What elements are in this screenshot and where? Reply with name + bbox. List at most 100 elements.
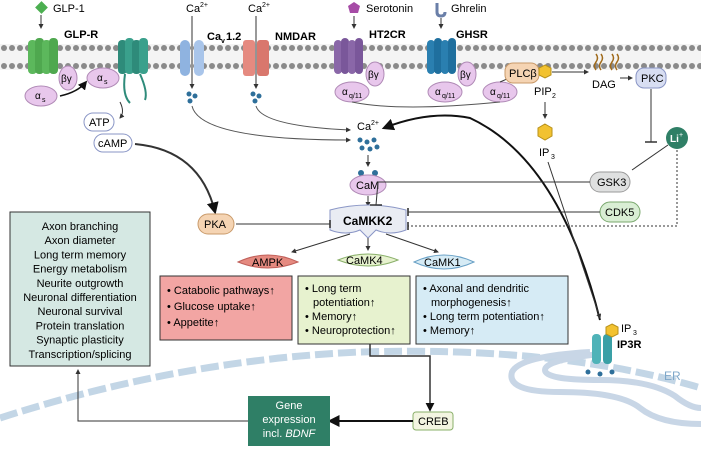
lipid-head (233, 63, 239, 69)
lipid-head (665, 63, 671, 69)
lipid-head (577, 45, 583, 51)
lipid-head (681, 45, 687, 51)
lipid-head (481, 63, 487, 69)
er-membrane (508, 349, 701, 427)
svg-text:HT2CR: HT2CR (369, 29, 406, 41)
lipid-head (9, 63, 15, 69)
lipid-head (377, 45, 383, 51)
lipid-head (89, 45, 95, 51)
svg-text:s: s (104, 79, 108, 86)
lipid-head (401, 45, 407, 51)
svg-text:Ca: Ca (207, 31, 222, 43)
svg-text:• Memory↑: • Memory↑ (423, 325, 475, 337)
svg-text:q/11: q/11 (497, 93, 510, 100)
lipid-head (617, 45, 623, 51)
yellow-hexagon-icon (538, 64, 552, 79)
lipid-head (273, 45, 279, 51)
ip3r-channel: IP 3 IP3R (585, 323, 642, 377)
ligand-ca-left: Ca 2+ (186, 2, 208, 15)
lipid-head (417, 45, 423, 51)
lipid-head (625, 63, 631, 69)
svg-text:α: α (35, 91, 41, 102)
lipid-head (417, 63, 423, 69)
lipid-head (409, 63, 415, 69)
lipid-head (393, 63, 399, 69)
svg-text:Gene: Gene (276, 400, 303, 412)
lipid-head (73, 45, 79, 51)
lipid-head (17, 45, 23, 51)
svg-text:βγ: βγ (368, 70, 379, 81)
lipid-head (281, 63, 287, 69)
lipid-head (209, 45, 215, 51)
lipid-head (665, 45, 671, 51)
lipid-head (601, 45, 607, 51)
svg-text:α: α (342, 87, 348, 98)
lipid-head (97, 63, 103, 69)
svg-text:3: 3 (633, 330, 637, 337)
svg-text:2+: 2+ (371, 120, 379, 127)
lipid-head (305, 63, 311, 69)
lipid-head (697, 45, 701, 51)
svg-text:• Long term: • Long term (305, 283, 361, 295)
svg-text:• Appetite↑: • Appetite↑ (167, 317, 219, 329)
svg-text:2+: 2+ (200, 2, 208, 9)
lipid-head (497, 45, 503, 51)
lipid-head (209, 63, 215, 69)
ligand-glp1: GLP-1 (35, 1, 85, 29)
svg-text:CaMKK2: CaMKK2 (343, 214, 393, 228)
lipid-head (633, 45, 639, 51)
lipid-head (233, 45, 239, 51)
lipid-head (73, 63, 79, 69)
lipid-head (657, 63, 663, 69)
ligand-ca-right: Ca 2+ (248, 2, 270, 15)
creb-node: CREB (327, 344, 454, 431)
yellow-hexagon-icon (537, 123, 553, 141)
glpr-receptor: GLP-R (28, 29, 98, 74)
svg-text:GLP-1: GLP-1 (53, 3, 85, 15)
pka-node: PKA (197, 213, 331, 235)
lipid-head (585, 45, 591, 51)
lipid-head (697, 63, 701, 69)
lipid-head (97, 45, 103, 51)
lipid-head (161, 45, 167, 51)
lipid-head (281, 45, 287, 51)
lipid-head (113, 63, 119, 69)
lipid-head (681, 63, 687, 69)
camk4-node: CaMK4 (336, 253, 400, 267)
svg-text:2+: 2+ (262, 2, 270, 9)
lipid-head (529, 45, 535, 51)
lipid-head (161, 63, 167, 69)
lipid-head (393, 45, 399, 51)
lipid-head (497, 63, 503, 69)
svg-text:IP: IP (539, 147, 549, 159)
svg-text:potentiation↑: potentiation↑ (313, 297, 375, 309)
lipid-head (625, 45, 631, 51)
yellow-hexagon-icon (605, 323, 619, 338)
lipid-head (217, 45, 223, 51)
lipid-head (329, 45, 335, 51)
lipid-head (273, 63, 279, 69)
svg-text:α: α (97, 73, 103, 84)
ligand-serotonin: Serotonin (348, 2, 413, 29)
svg-text:PKC: PKC (641, 73, 664, 85)
lipid-head (57, 45, 63, 51)
lipid-head (401, 63, 407, 69)
lipid-head (321, 63, 327, 69)
lipid-head (649, 45, 655, 51)
ip3-to-ip3r-arrow (547, 161, 602, 319)
lipid-head (481, 45, 487, 51)
lipid-head (225, 63, 231, 69)
lipid-head (1, 63, 7, 69)
lipid-head (289, 45, 295, 51)
lipid-head (225, 45, 231, 51)
lipid-head (409, 45, 415, 51)
camk1-effects-box: • Axonal and dendritic morphogenesis↑ • … (415, 275, 569, 345)
lipid-head (153, 63, 159, 69)
ghrelin-hook-icon (435, 3, 447, 18)
lipid-head (673, 63, 679, 69)
lipid-head (321, 45, 327, 51)
lipid-head (489, 63, 495, 69)
gprotein-glpr: α s βγ α s (24, 65, 120, 107)
